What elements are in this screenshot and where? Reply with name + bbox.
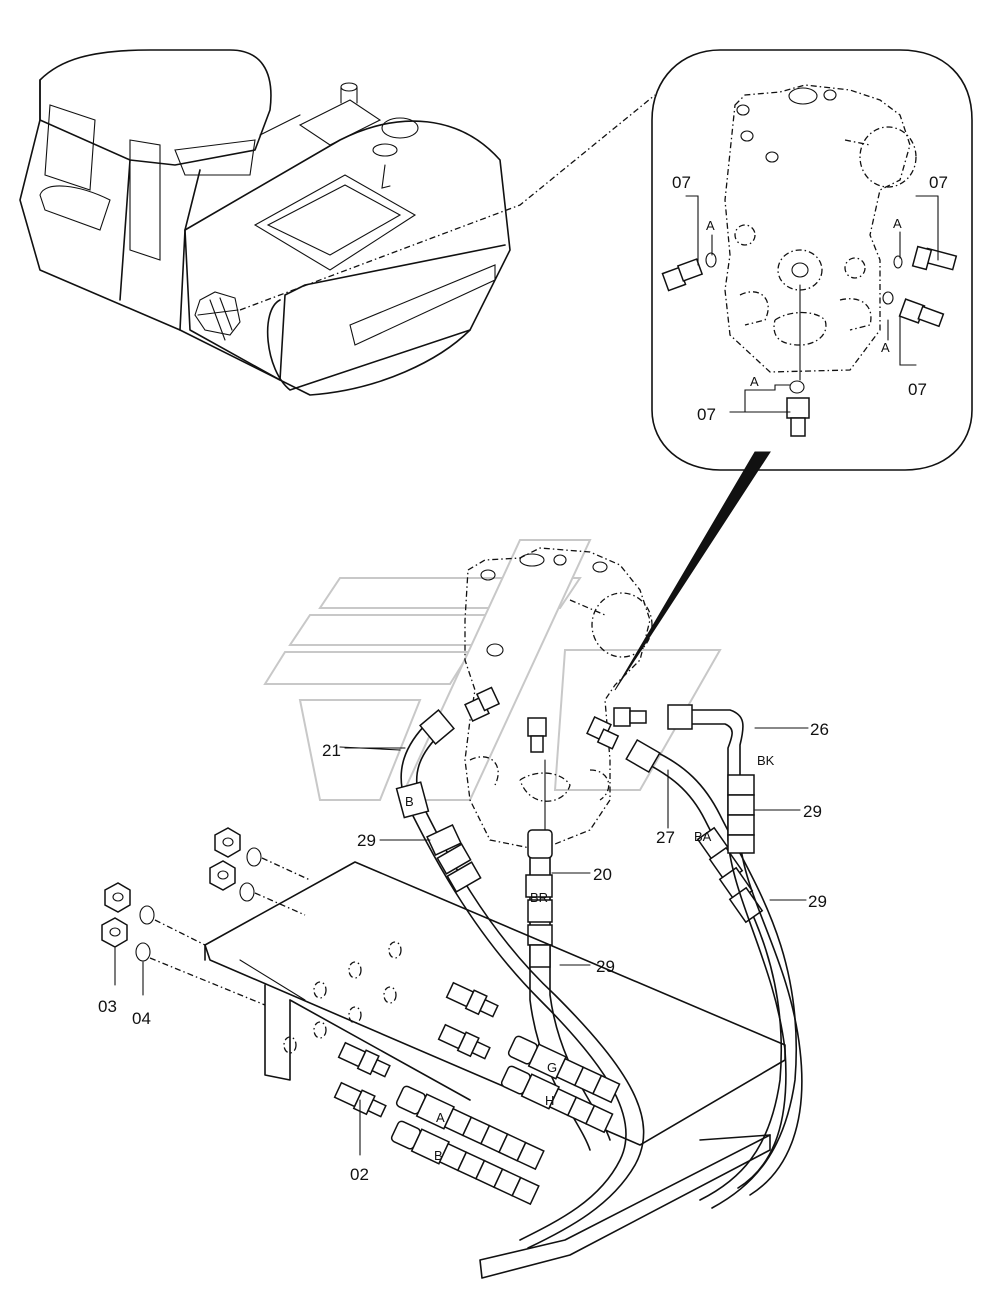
mounting-bracket bbox=[204, 861, 786, 1279]
label-port-h: H bbox=[545, 1093, 554, 1108]
labels: 07 07 07 07 A A A A 21 29 20 29 26 29 29… bbox=[98, 173, 948, 1184]
label-hose-ba: BA bbox=[694, 829, 712, 844]
label-07-right-bottom: 07 bbox=[908, 380, 927, 399]
hose-b-crimp bbox=[426, 824, 482, 893]
label-20: 20 bbox=[593, 865, 612, 884]
label-04: 04 bbox=[132, 1009, 151, 1028]
label-27: 27 bbox=[656, 828, 675, 847]
label-a-left: A bbox=[706, 218, 715, 233]
leader-lines bbox=[339, 727, 809, 966]
label-29-left: 29 bbox=[357, 831, 376, 850]
excavator-illustration bbox=[19, 49, 656, 396]
label-hose-br: BR bbox=[530, 890, 548, 905]
label-26: 26 bbox=[810, 720, 829, 739]
label-07-right-top: 07 bbox=[929, 173, 948, 192]
label-02: 02 bbox=[350, 1165, 369, 1184]
hose-bk-crimp bbox=[727, 774, 755, 854]
fitting-07-bottom bbox=[786, 380, 810, 437]
fitting-07-left bbox=[661, 252, 717, 292]
label-a-right-mid: A bbox=[881, 340, 890, 355]
label-21: 21 bbox=[322, 741, 341, 760]
label-29-right-bottom: 29 bbox=[808, 892, 827, 911]
label-a-right: A bbox=[893, 216, 902, 231]
label-29-right-top: 29 bbox=[803, 802, 822, 821]
nuts-and-washers bbox=[101, 827, 311, 1006]
label-03: 03 bbox=[98, 997, 117, 1016]
fitting-07-right-mid bbox=[882, 291, 945, 328]
swivel-joint-main bbox=[464, 547, 653, 851]
detail-balloon bbox=[614, 49, 973, 691]
label-29-mid: 29 bbox=[596, 957, 615, 976]
label-port-g: G bbox=[547, 1060, 557, 1075]
coupling-hoses bbox=[390, 1035, 621, 1206]
label-07-left: 07 bbox=[672, 173, 691, 192]
label-hose-b: B bbox=[405, 794, 414, 809]
label-port-b: B bbox=[434, 1148, 443, 1163]
hoses bbox=[395, 704, 803, 1249]
label-port-a: A bbox=[436, 1110, 445, 1125]
fitting-07-right-top bbox=[893, 245, 958, 271]
label-07-bottom: 07 bbox=[697, 405, 716, 424]
connectors-02 bbox=[333, 981, 499, 1156]
label-hose-bk: BK bbox=[757, 753, 775, 768]
label-a-bottom: A bbox=[750, 374, 759, 389]
